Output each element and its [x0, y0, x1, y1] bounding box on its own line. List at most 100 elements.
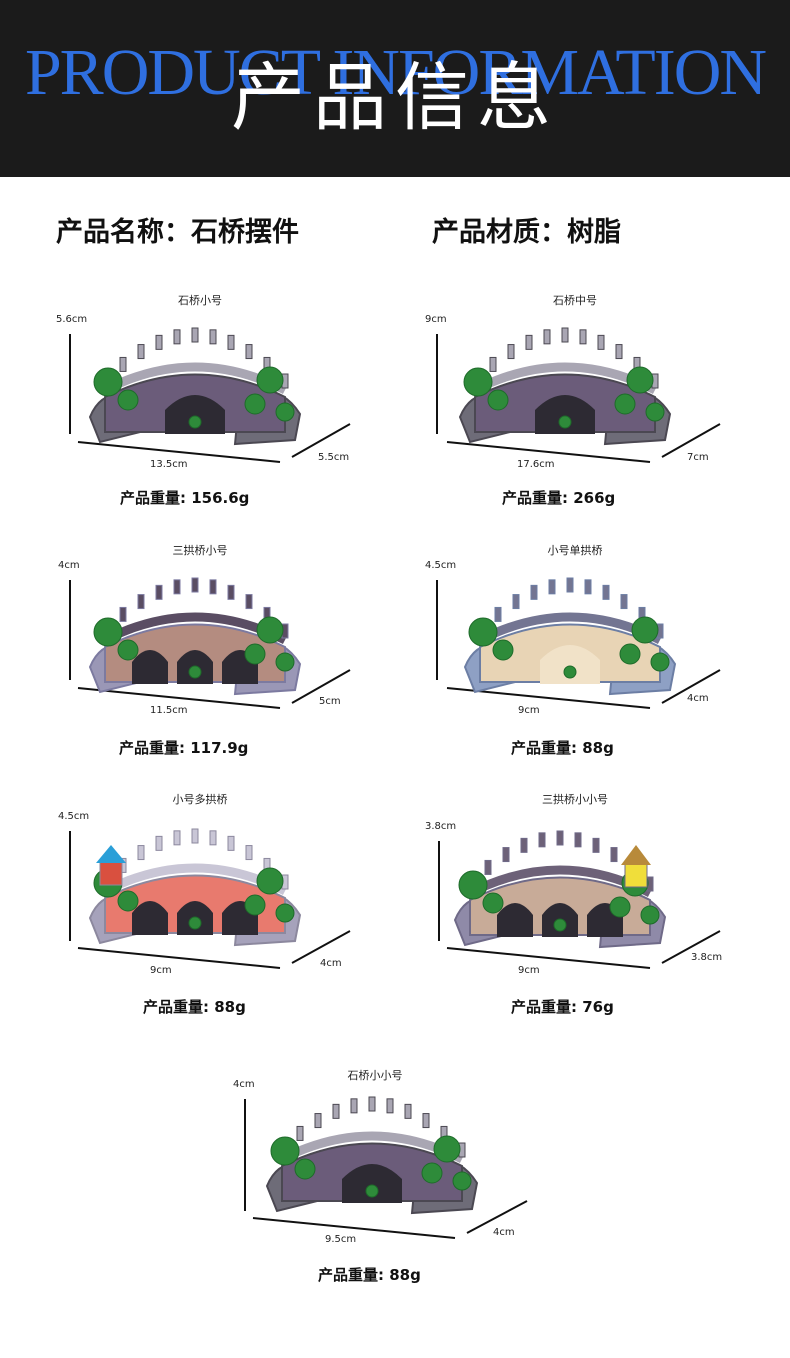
- product-card: 小号多拱桥 4.5cm 9cm 4cm 产品重量: 88g: [50, 791, 351, 1031]
- product-name: 三拱桥小小号: [542, 793, 608, 806]
- height-line: [244, 1099, 246, 1211]
- height-label: 9cm: [425, 314, 447, 325]
- railing-post: [602, 584, 610, 600]
- foliage: [188, 916, 202, 930]
- foliage: [626, 366, 654, 394]
- arch-opening: [342, 1164, 402, 1203]
- height-line: [436, 580, 438, 680]
- width-label: 17.6cm: [517, 459, 555, 470]
- foliage: [558, 415, 572, 429]
- railing-post: [173, 329, 181, 345]
- railing-post: [561, 327, 569, 343]
- pagoda: [99, 860, 123, 886]
- product-card: 三拱桥小小号 3.8cm 9cm 3.8cm 产品重量: 76g: [425, 791, 725, 1031]
- foliage: [275, 903, 295, 923]
- foliage: [365, 1184, 379, 1198]
- railing-post: [386, 1098, 394, 1114]
- depth-label: 7cm: [687, 452, 709, 463]
- dimension-lines: [77, 669, 351, 709]
- railing-post: [137, 344, 145, 360]
- product-material-spec: 产品材质：树脂: [432, 217, 621, 248]
- dimension-lines: [77, 930, 351, 969]
- weight-label: 产品重量: 117.9g: [119, 739, 249, 757]
- foliage: [650, 652, 670, 672]
- arch-opening: [540, 645, 600, 684]
- railing-post: [597, 334, 605, 350]
- railing-post: [615, 344, 623, 360]
- railing-post: [507, 344, 515, 360]
- bridge-image: [463, 577, 677, 696]
- foliage: [619, 643, 641, 665]
- bridge-image: [265, 1096, 479, 1215]
- foliage: [256, 867, 284, 895]
- product-name: 小号单拱桥: [547, 544, 603, 557]
- railing-post: [592, 837, 600, 853]
- foliage: [270, 1136, 300, 1166]
- foliage: [244, 393, 266, 415]
- product-card: 石桥中号 9cm 17.6cm 7cm 产品重量: 266g: [425, 292, 725, 532]
- product-name: 石桥小小号: [347, 1069, 403, 1082]
- railing-post: [245, 594, 253, 610]
- railing-post: [119, 356, 127, 372]
- product-card: 小号单拱桥 4.5cm 9cm 4cm 产品重量: 88g: [425, 542, 725, 782]
- railing-post: [543, 329, 551, 345]
- foliage: [275, 652, 295, 672]
- product-name: 石桥中号: [553, 294, 597, 307]
- railing-post: [155, 584, 163, 600]
- railing-post: [137, 594, 145, 610]
- product-name: 小号多拱桥: [172, 793, 228, 806]
- foliage: [117, 890, 139, 912]
- arch-opening: [497, 903, 533, 937]
- foliage: [275, 402, 295, 422]
- height-line: [69, 831, 71, 941]
- railing-post: [502, 847, 510, 863]
- pagoda-roof: [96, 845, 126, 863]
- depth-label: 5.5cm: [318, 452, 350, 463]
- arch-opening: [165, 395, 225, 434]
- height-label: 4cm: [58, 560, 80, 571]
- foliage: [256, 366, 284, 394]
- railing-post: [155, 334, 163, 350]
- railing-post: [227, 334, 235, 350]
- header-banner: PRODUCT INFORMATION 产品信息: [0, 0, 790, 177]
- weight-label: 产品重量: 88g: [318, 1266, 421, 1284]
- foliage: [117, 389, 139, 411]
- railing-post: [191, 577, 199, 593]
- foliage: [482, 892, 504, 914]
- bridge-image: [88, 577, 302, 696]
- railing-post: [209, 329, 217, 345]
- width-label: 11.5cm: [150, 705, 188, 716]
- dimension-lines: [446, 930, 721, 969]
- railing-post: [530, 584, 538, 600]
- width-label: 9.5cm: [325, 1234, 357, 1245]
- arch-opening: [132, 901, 168, 935]
- railing-post: [137, 845, 145, 861]
- foliage: [468, 617, 498, 647]
- bridge-image: [88, 828, 302, 947]
- bridge-image: [458, 327, 672, 446]
- railing-post: [191, 327, 199, 343]
- railing-post: [494, 606, 502, 622]
- bridge-image: [453, 830, 667, 949]
- railing-post: [484, 859, 492, 875]
- weight-label: 产品重量: 76g: [511, 998, 614, 1016]
- railing-post: [489, 356, 497, 372]
- height-line: [69, 334, 71, 434]
- weight-label: 产品重量: 156.6g: [120, 489, 250, 507]
- height-line: [436, 334, 438, 434]
- foliage: [614, 393, 636, 415]
- railing-post: [512, 594, 520, 610]
- railing-post: [610, 847, 618, 863]
- railing-post: [538, 832, 546, 848]
- depth-label: 5cm: [319, 696, 341, 707]
- railing-post: [173, 830, 181, 846]
- foliage: [188, 665, 202, 679]
- dimension-lines: [252, 1200, 528, 1239]
- foliage: [244, 643, 266, 665]
- railing-post: [119, 606, 127, 622]
- railing-post: [525, 334, 533, 350]
- railing-post: [350, 1098, 358, 1114]
- foliage: [93, 367, 123, 397]
- foliage: [458, 870, 488, 900]
- railing-post: [566, 577, 574, 593]
